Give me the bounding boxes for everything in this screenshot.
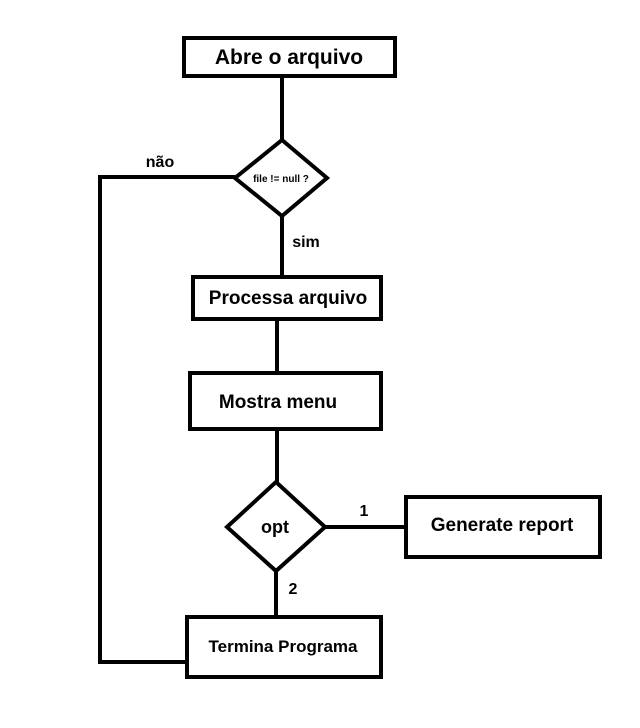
generate-report-label: Generate report [431,515,574,536]
show-menu-box [188,371,383,431]
show-menu-label: Mostra menu [219,392,337,413]
connectors [98,76,406,664]
end-program-label: Termina Programa [209,637,359,656]
edge-label-option-1: 1 [360,503,369,520]
node-open-file: Abre o arquivo [182,36,397,78]
process-file-label: Processa arquivo [209,288,367,309]
file-check-diamond [231,137,331,219]
option-diamond [224,479,328,574]
connector-no-loop [98,175,235,664]
process-file-box [191,275,383,321]
edge-label-yes: sim [292,234,320,251]
node-option: opt [224,479,328,574]
generate-report-box [404,495,602,559]
node-generate-report: Generate report [404,495,602,559]
node-file-check: file != null ? [231,137,331,219]
option-label: opt [261,517,289,537]
open-file-box [182,36,397,78]
node-show-menu: Mostra menu [188,371,383,431]
node-process-file: Processa arquivo [191,275,383,321]
edge-label-option-2: 2 [289,581,298,598]
edge-label-no: não [146,154,175,171]
node-end-program: Termina Programa [185,615,383,679]
file-check-label: file != null ? [253,174,309,185]
end-program-box [185,615,383,679]
open-file-label: Abre o arquivo [215,46,363,69]
